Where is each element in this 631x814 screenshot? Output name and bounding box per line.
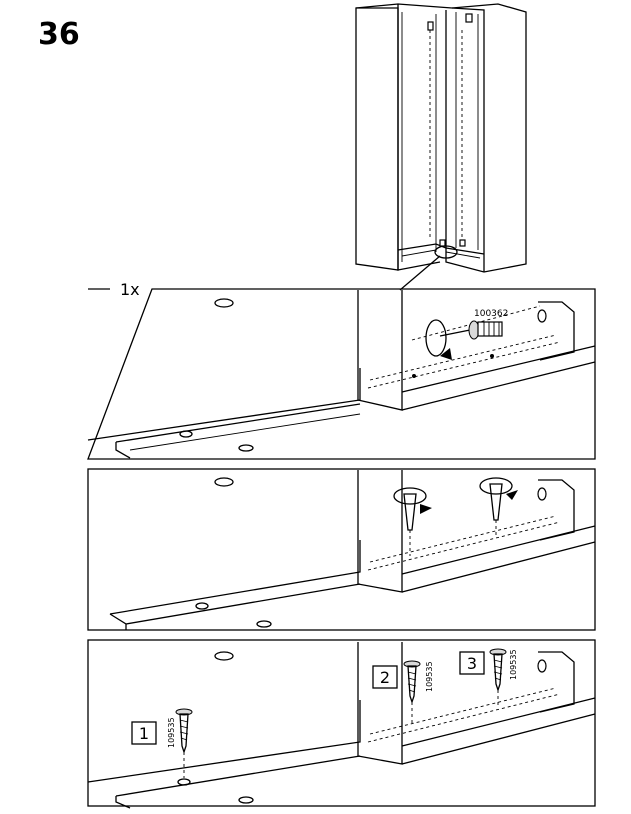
screwdriver-rotation-icon (479, 477, 518, 536)
screw-number-box (459, 651, 485, 675)
screw-part-code: 109535 (509, 649, 518, 680)
panel-1: 1x 100362 (87, 280, 596, 460)
quantity-label: 1x (120, 280, 140, 299)
screw-icon (403, 660, 421, 726)
screw-part-code: 109535 (425, 661, 434, 692)
panel-3: 1 109535 2 109535 3 109535 (87, 639, 596, 809)
screw-part-code: 109535 (167, 717, 176, 748)
part-code-label: 100362 (474, 309, 508, 319)
screw-number: 1 (139, 724, 149, 743)
screw-icon (489, 648, 507, 708)
step-number: 36 (38, 17, 80, 52)
wardrobe-overview-illustration (355, 3, 527, 291)
panel-2 (87, 468, 596, 631)
screw-number-box (131, 721, 157, 745)
screw-number-box (372, 665, 398, 689)
screwdriver-rotation-icon (393, 487, 432, 556)
rotate-arrow-icon (425, 319, 452, 360)
screw-number: 3 (467, 654, 477, 673)
screw-number: 2 (380, 668, 390, 687)
cam-lock-screw-icon (468, 320, 503, 340)
screw-icon (175, 708, 193, 778)
